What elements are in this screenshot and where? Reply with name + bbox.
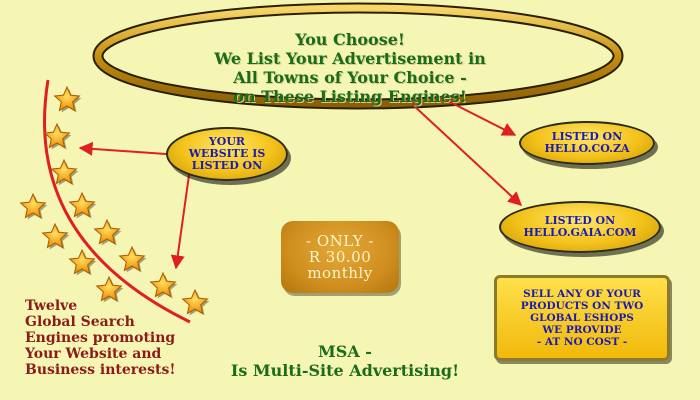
button-label-line: LISTED ON: [551, 130, 623, 143]
star-shadow: [121, 249, 147, 273]
headline: You Choose! We List Your Advertisement i…: [190, 30, 510, 106]
button-label-line: LISTED ON: [544, 214, 616, 227]
msa-tagline: MSA - Is Multi-Site Advertising!: [200, 342, 490, 380]
star-shadow: [44, 226, 70, 250]
arrow-to-stars-lower: [170, 167, 191, 270]
button-label-line: YOUR: [208, 135, 246, 148]
search-engines-text: Twelve Global Search Engines promoting Y…: [25, 298, 175, 378]
button-label-line: LISTED ON: [191, 159, 263, 172]
star-icon: [68, 191, 96, 218]
star-icon: [41, 222, 69, 249]
star-shadow: [71, 195, 97, 219]
msa-line: MSA -: [318, 342, 372, 361]
eshop-line: SELL ANY OF YOUR: [523, 288, 641, 300]
star-icon: [181, 288, 209, 315]
red-arc: [43, 79, 191, 324]
engines-line: Your Website and: [25, 346, 162, 362]
star-icon: [93, 218, 121, 245]
star-shadow: [22, 196, 48, 220]
msa-line: Is Multi-Site Advertising!: [230, 361, 460, 380]
button-label-line: WEBSITE IS: [188, 147, 266, 160]
price-line: monthly: [307, 264, 373, 282]
engines-line: Global Search: [25, 314, 135, 330]
star-icon: [50, 158, 78, 185]
engines-line: Business interests!: [25, 362, 176, 378]
star-shadow: [53, 162, 79, 186]
star-icon: [19, 192, 47, 219]
eshop-line: GLOBAL ESHOPS: [530, 312, 634, 324]
button-label-line: HELLO.CO.ZA: [544, 142, 630, 155]
star-shadow: [46, 126, 72, 150]
eshop-line: - AT NO COST -: [536, 336, 628, 348]
star-icon: [95, 275, 123, 302]
price-badge: - ONLY - R 30.00 monthly: [281, 221, 399, 293]
hello-gaia-com-button[interactable]: LISTED ON HELLO.GAIA.COM: [499, 201, 661, 253]
star-cluster: [19, 85, 210, 316]
eshop-offer-button[interactable]: SELL ANY OF YOUR PRODUCTS ON TWO GLOBAL …: [494, 275, 670, 361]
headline-line: on These Listing Engines!: [233, 87, 467, 106]
star-icon: [53, 85, 81, 112]
website-listed-button[interactable]: YOUR WEBSITE IS LISTED ON: [166, 127, 288, 181]
arrow-to-gaia: [411, 103, 523, 206]
star-icon: [68, 248, 96, 275]
engines-line: Engines promoting: [25, 330, 176, 346]
arrow-to-stars-upper: [78, 141, 181, 156]
eshop-line: WE PROVIDE: [542, 324, 622, 336]
price-line: - ONLY -: [306, 232, 374, 250]
price-line: R 30.00: [308, 248, 372, 266]
star-shadow: [71, 252, 97, 276]
button-label-line: HELLO.GAIA.COM: [523, 226, 637, 239]
headline-line: We List Your Advertisement in: [214, 49, 486, 68]
star-shadow: [184, 292, 210, 316]
engines-line: Twelve: [25, 298, 78, 314]
headline-line: All Towns of Your Choice -: [233, 68, 467, 87]
star-icon: [118, 245, 146, 272]
star-shadow: [56, 89, 82, 113]
star-shadow: [152, 275, 178, 299]
headline-line: You Choose!: [295, 30, 405, 49]
hello-co-za-button[interactable]: LISTED ON HELLO.CO.ZA: [519, 121, 655, 165]
star-icon: [43, 122, 71, 149]
eshop-line: PRODUCTS ON TWO: [520, 300, 644, 312]
star-shadow: [96, 222, 122, 246]
star-icon: [149, 271, 177, 298]
